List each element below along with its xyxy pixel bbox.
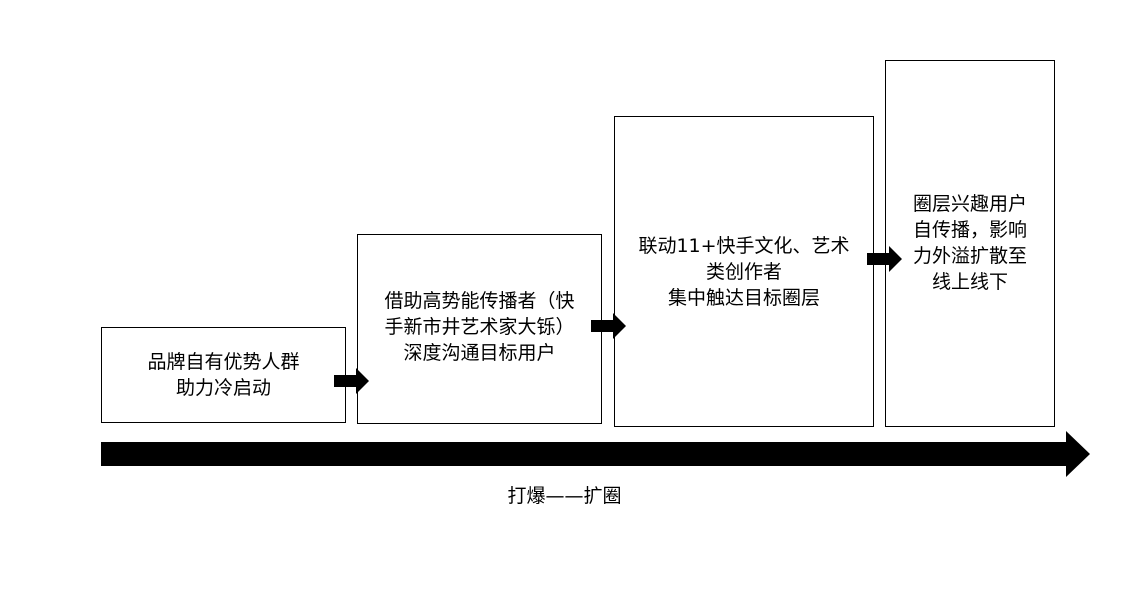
stage-text-4: 圈层兴趣用户 自传播，影响 力外溢扩散至 线上线下 <box>913 191 1027 295</box>
stage-4-line-4: 线上线下 <box>931 271 1008 293</box>
timeline-arrow-shape <box>101 431 1090 477</box>
stage-4-line-1: 圈层兴趣用户 <box>912 193 1027 215</box>
stage-2-line-1: 借助高势能传播者（快 <box>384 290 575 312</box>
connector-arrow-2 <box>591 313 626 339</box>
stage-text-1: 品牌自有优势人群 助力冷启动 <box>147 349 299 401</box>
stage-box-1: 品牌自有优势人群 助力冷启动 <box>101 327 346 423</box>
stage-text-2: 借助高势能传播者（快 手新市井艺术家大铄） 深度沟通目标用户 <box>384 288 574 366</box>
stage-4-line-2: 自传播，影响 <box>912 219 1027 241</box>
stage-1-line-1: 品牌自有优势人群 <box>147 351 300 373</box>
stage-2-line-3: 深度沟通目标用户 <box>403 342 556 364</box>
stage-3-line-2: 类创作者 <box>705 261 782 283</box>
stage-text-3: 联动11+快手文化、艺术 类创作者 集中触达目标圈层 <box>638 233 849 311</box>
stage-3-line-1: 联动11+快手文化、艺术 <box>638 235 850 257</box>
stage-1-line-2: 助力冷启动 <box>175 377 271 399</box>
stage-4-line-3: 力外溢扩散至 <box>912 245 1027 267</box>
connector-arrow-1 <box>334 368 369 394</box>
stage-2-line-2: 手新市井艺术家大铄） <box>384 316 575 338</box>
stage-3-line-3: 集中触达目标圈层 <box>667 287 820 309</box>
stage-box-3: 联动11+快手文化、艺术 类创作者 集中触达目标圈层 <box>614 116 874 427</box>
stage-box-4: 圈层兴趣用户 自传播，影响 力外溢扩散至 线上线下 <box>885 60 1055 427</box>
connector-arrow-3 <box>867 246 902 272</box>
timeline-label: 打爆——扩圈 <box>507 485 622 507</box>
